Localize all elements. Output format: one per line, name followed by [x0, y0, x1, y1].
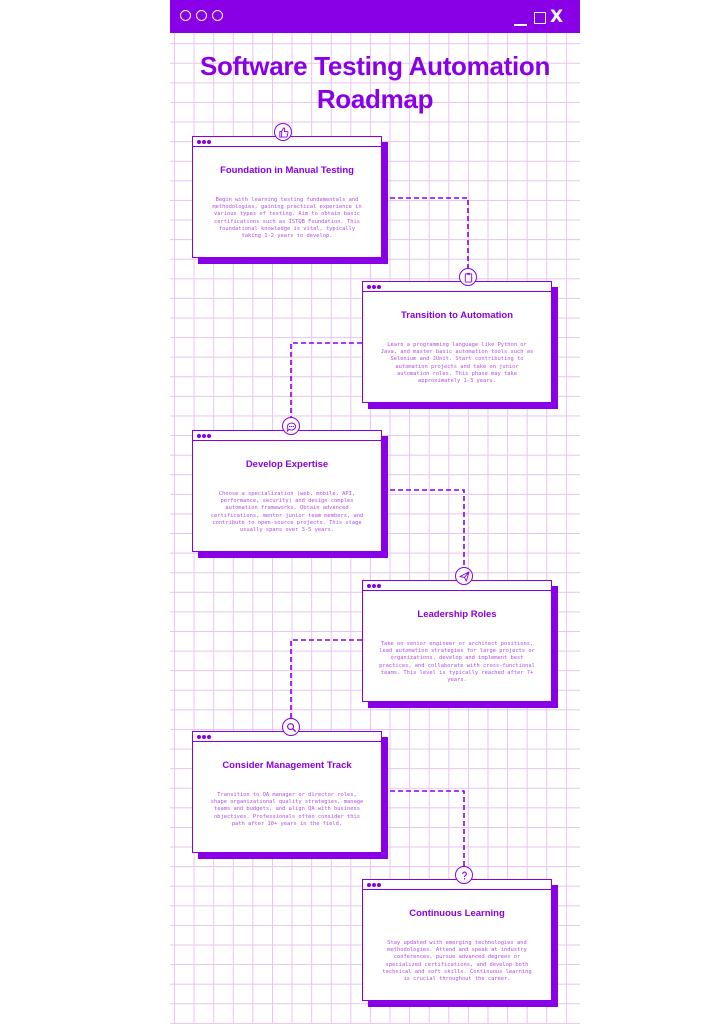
window-circle-icon: [196, 10, 207, 21]
card-header: [193, 732, 381, 742]
stage-description: Choose a specialization (web, mobile, AP…: [210, 491, 364, 534]
card-header: [193, 137, 381, 147]
card-header: [193, 431, 381, 441]
maximize-icon[interactable]: [534, 12, 546, 24]
card-header: [363, 282, 551, 292]
magnifier-icon: [282, 718, 300, 736]
stage-card-3: Develop Expertise Choose a specializatio…: [192, 430, 382, 552]
stage-title: Consider Management Track: [222, 760, 352, 771]
window-title-bar: X: [170, 0, 580, 33]
chat-bubble-icon: [282, 417, 300, 435]
page-title: Software Testing Automation Roadmap: [170, 50, 580, 116]
card-header: [363, 581, 551, 591]
connector-2-3: [290, 342, 362, 417]
stage-card-6: Continuous Learning Stay updated with em…: [362, 879, 552, 1001]
window-circle-icon: [180, 10, 191, 21]
close-icon[interactable]: X: [550, 7, 564, 27]
card-header: [363, 880, 551, 890]
stage-title: Leadership Roles: [417, 609, 497, 620]
clipboard-icon: [459, 268, 477, 286]
stage-card-5: Consider Management Track Transition to …: [192, 731, 382, 853]
paper-plane-icon: [455, 567, 473, 585]
stage-description: Transition to QA manager or director rol…: [210, 792, 364, 827]
stage-title: Develop Expertise: [245, 459, 329, 470]
stage-title: Transition to Automation: [400, 310, 514, 321]
connector-3-4: [382, 489, 465, 567]
stage-description: Stay updated with emerging technologies …: [382, 940, 532, 983]
stage-title: Foundation in Manual Testing: [220, 165, 354, 176]
stage-card-2: Transition to Automation Learn a program…: [362, 281, 552, 403]
stage-card-1: Foundation in Manual Testing Begin with …: [192, 136, 382, 258]
minimize-icon[interactable]: [514, 24, 527, 26]
stage-description: Begin with learning testing fundamentals…: [212, 197, 362, 240]
connector-4-5: [290, 639, 362, 718]
connector-lines: [290, 197, 469, 866]
question-icon: [455, 866, 473, 884]
stage-description: Learn a programming language like Python…: [380, 342, 534, 385]
roadmap-page: X Software Testing Automation Roadmap Fo…: [170, 0, 580, 1024]
stage-card-4: Leadership Roles Take on senior engineer…: [362, 580, 552, 702]
window-circle-icon: [212, 10, 223, 21]
connector-1-2: [382, 197, 469, 268]
thumbs-up-icon: [274, 123, 292, 141]
connector-5-6: [382, 790, 465, 866]
stage-description: Take on senior engineer or architect pos…: [379, 641, 535, 684]
stage-title: Continuous Learning: [409, 908, 505, 919]
page-title-text: Software Testing Automation Roadmap: [199, 51, 551, 114]
